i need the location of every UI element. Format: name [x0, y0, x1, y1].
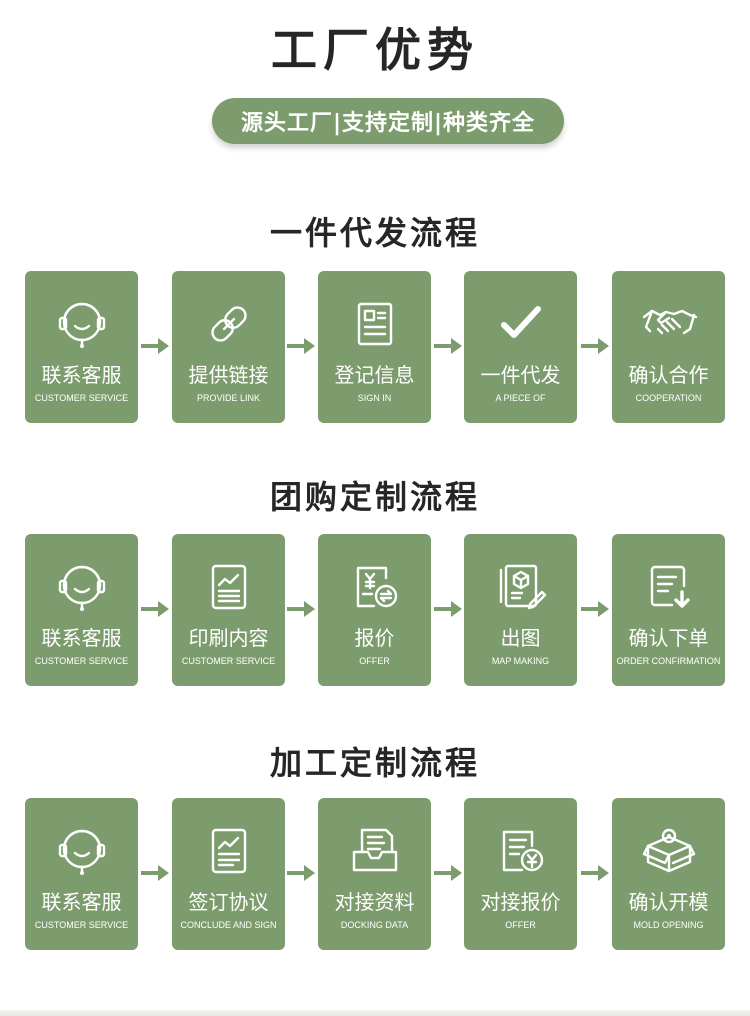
- step-title: 联系客服: [41, 890, 122, 914]
- price-document-icon: [346, 558, 404, 616]
- step-subtitle: ORDER CONFIRMATION: [616, 656, 721, 666]
- link-icon: [200, 295, 258, 353]
- arrow-right-icon: [140, 862, 170, 884]
- headset-icon: [53, 822, 111, 880]
- step-title: 签订协议: [188, 890, 269, 914]
- checkmark-icon: [492, 295, 550, 353]
- arrow-right-icon: [433, 598, 463, 620]
- step-title: 对接报价: [480, 890, 561, 914]
- step-title: 一件代发: [480, 363, 561, 387]
- headset-icon: [53, 558, 111, 616]
- step-title: 出图: [500, 626, 541, 650]
- step-card: 对接报价 OFFER: [464, 798, 577, 950]
- step-card: 签订协议 CONCLUDE AND SIGN: [172, 798, 285, 950]
- step-subtitle: DOCKING DATA: [340, 920, 409, 930]
- arrow-right-icon: [286, 598, 316, 620]
- step-card: 确认开模 MOLD OPENING: [612, 798, 725, 950]
- step-subtitle: CUSTOMER SERVICE: [34, 393, 129, 403]
- bottom-divider: [0, 1010, 750, 1016]
- arrow-right-icon: [580, 598, 610, 620]
- step-subtitle: CUSTOMER SERVICE: [34, 656, 129, 666]
- step-card: 对接资料 DOCKING DATA: [318, 798, 431, 950]
- step-subtitle: COOPERATION: [635, 393, 702, 403]
- step-subtitle: MOLD OPENING: [633, 920, 704, 930]
- mold-box-icon: [640, 822, 698, 880]
- arrow-right-icon: [580, 335, 610, 357]
- step-subtitle: CONCLUDE AND SIGN: [180, 920, 277, 930]
- arrow-right-icon: [580, 862, 610, 884]
- arrow-right-icon: [433, 862, 463, 884]
- step-subtitle: OFFER: [505, 920, 536, 930]
- step-card: 联系客服 CUSTOMER SERVICE: [25, 271, 138, 423]
- step-title: 联系客服: [41, 363, 122, 387]
- step-subtitle: CUSTOMER SERVICE: [181, 656, 276, 666]
- section-title-dropship: 一件代发流程: [269, 214, 480, 252]
- quote-document-icon: [492, 822, 550, 880]
- arrow-right-icon: [140, 598, 170, 620]
- step-subtitle: PROVIDE LINK: [196, 393, 261, 403]
- arrow-right-icon: [433, 335, 463, 357]
- step-subtitle: OFFER: [359, 656, 390, 666]
- arrow-right-icon: [286, 862, 316, 884]
- process-row-dropship: 联系客服 CUSTOMER SERVICE 提供链接 PROVIDE LINK …: [0, 271, 750, 423]
- step-card: 确认下单 ORDER CONFIRMATION: [612, 534, 725, 686]
- step-card: 联系客服 CUSTOMER SERVICE: [25, 534, 138, 686]
- arrow-right-icon: [140, 335, 170, 357]
- step-card: 联系客服 CUSTOMER SERVICE: [25, 798, 138, 950]
- step-card: 印刷内容 CUSTOMER SERVICE: [172, 534, 285, 686]
- step-card: 出图 MAP MAKING: [464, 534, 577, 686]
- step-subtitle: SIGN IN: [357, 393, 392, 403]
- arrow-right-icon: [286, 335, 316, 357]
- process-row-processing: 联系客服 CUSTOMER SERVICE 签订协议 CONCLUDE AND …: [0, 798, 750, 950]
- order-download-icon: [640, 558, 698, 616]
- step-title: 确认开模: [628, 890, 709, 914]
- step-title: 联系客服: [41, 626, 122, 650]
- section-title-processing: 加工定制流程: [269, 744, 480, 782]
- design-drawing-icon: [492, 558, 550, 616]
- step-title: 确认合作: [628, 363, 709, 387]
- process-row-group-buy: 联系客服 CUSTOMER SERVICE 印刷内容 CUSTOMER SERV…: [0, 534, 750, 686]
- step-subtitle: MAP MAKING: [491, 656, 550, 666]
- step-title: 提供链接: [188, 363, 269, 387]
- step-title: 报价: [354, 626, 395, 650]
- step-title: 登记信息: [334, 363, 415, 387]
- step-card: 报价 OFFER: [318, 534, 431, 686]
- agreement-document-icon: [200, 822, 258, 880]
- chart-document-icon: [200, 558, 258, 616]
- handshake-icon: [640, 295, 698, 353]
- step-subtitle: CUSTOMER SERVICE: [34, 920, 129, 930]
- form-icon: [346, 295, 404, 353]
- section-title-group-buy: 团购定制流程: [269, 478, 480, 516]
- data-tray-icon: [346, 822, 404, 880]
- step-title: 印刷内容: [188, 626, 269, 650]
- step-subtitle: A PIECE OF: [495, 393, 546, 403]
- step-card: 一件代发 A PIECE OF: [464, 271, 577, 423]
- step-card: 登记信息 SIGN IN: [318, 271, 431, 423]
- page-title: 工厂优势: [271, 23, 479, 77]
- step-title: 对接资料: [334, 890, 415, 914]
- step-card: 确认合作 COOPERATION: [612, 271, 725, 423]
- headset-icon: [53, 295, 111, 353]
- step-card: 提供链接 PROVIDE LINK: [172, 271, 285, 423]
- tagline-badge: 源头工厂|支持定制|种类齐全: [212, 98, 564, 144]
- step-title: 确认下单: [628, 626, 709, 650]
